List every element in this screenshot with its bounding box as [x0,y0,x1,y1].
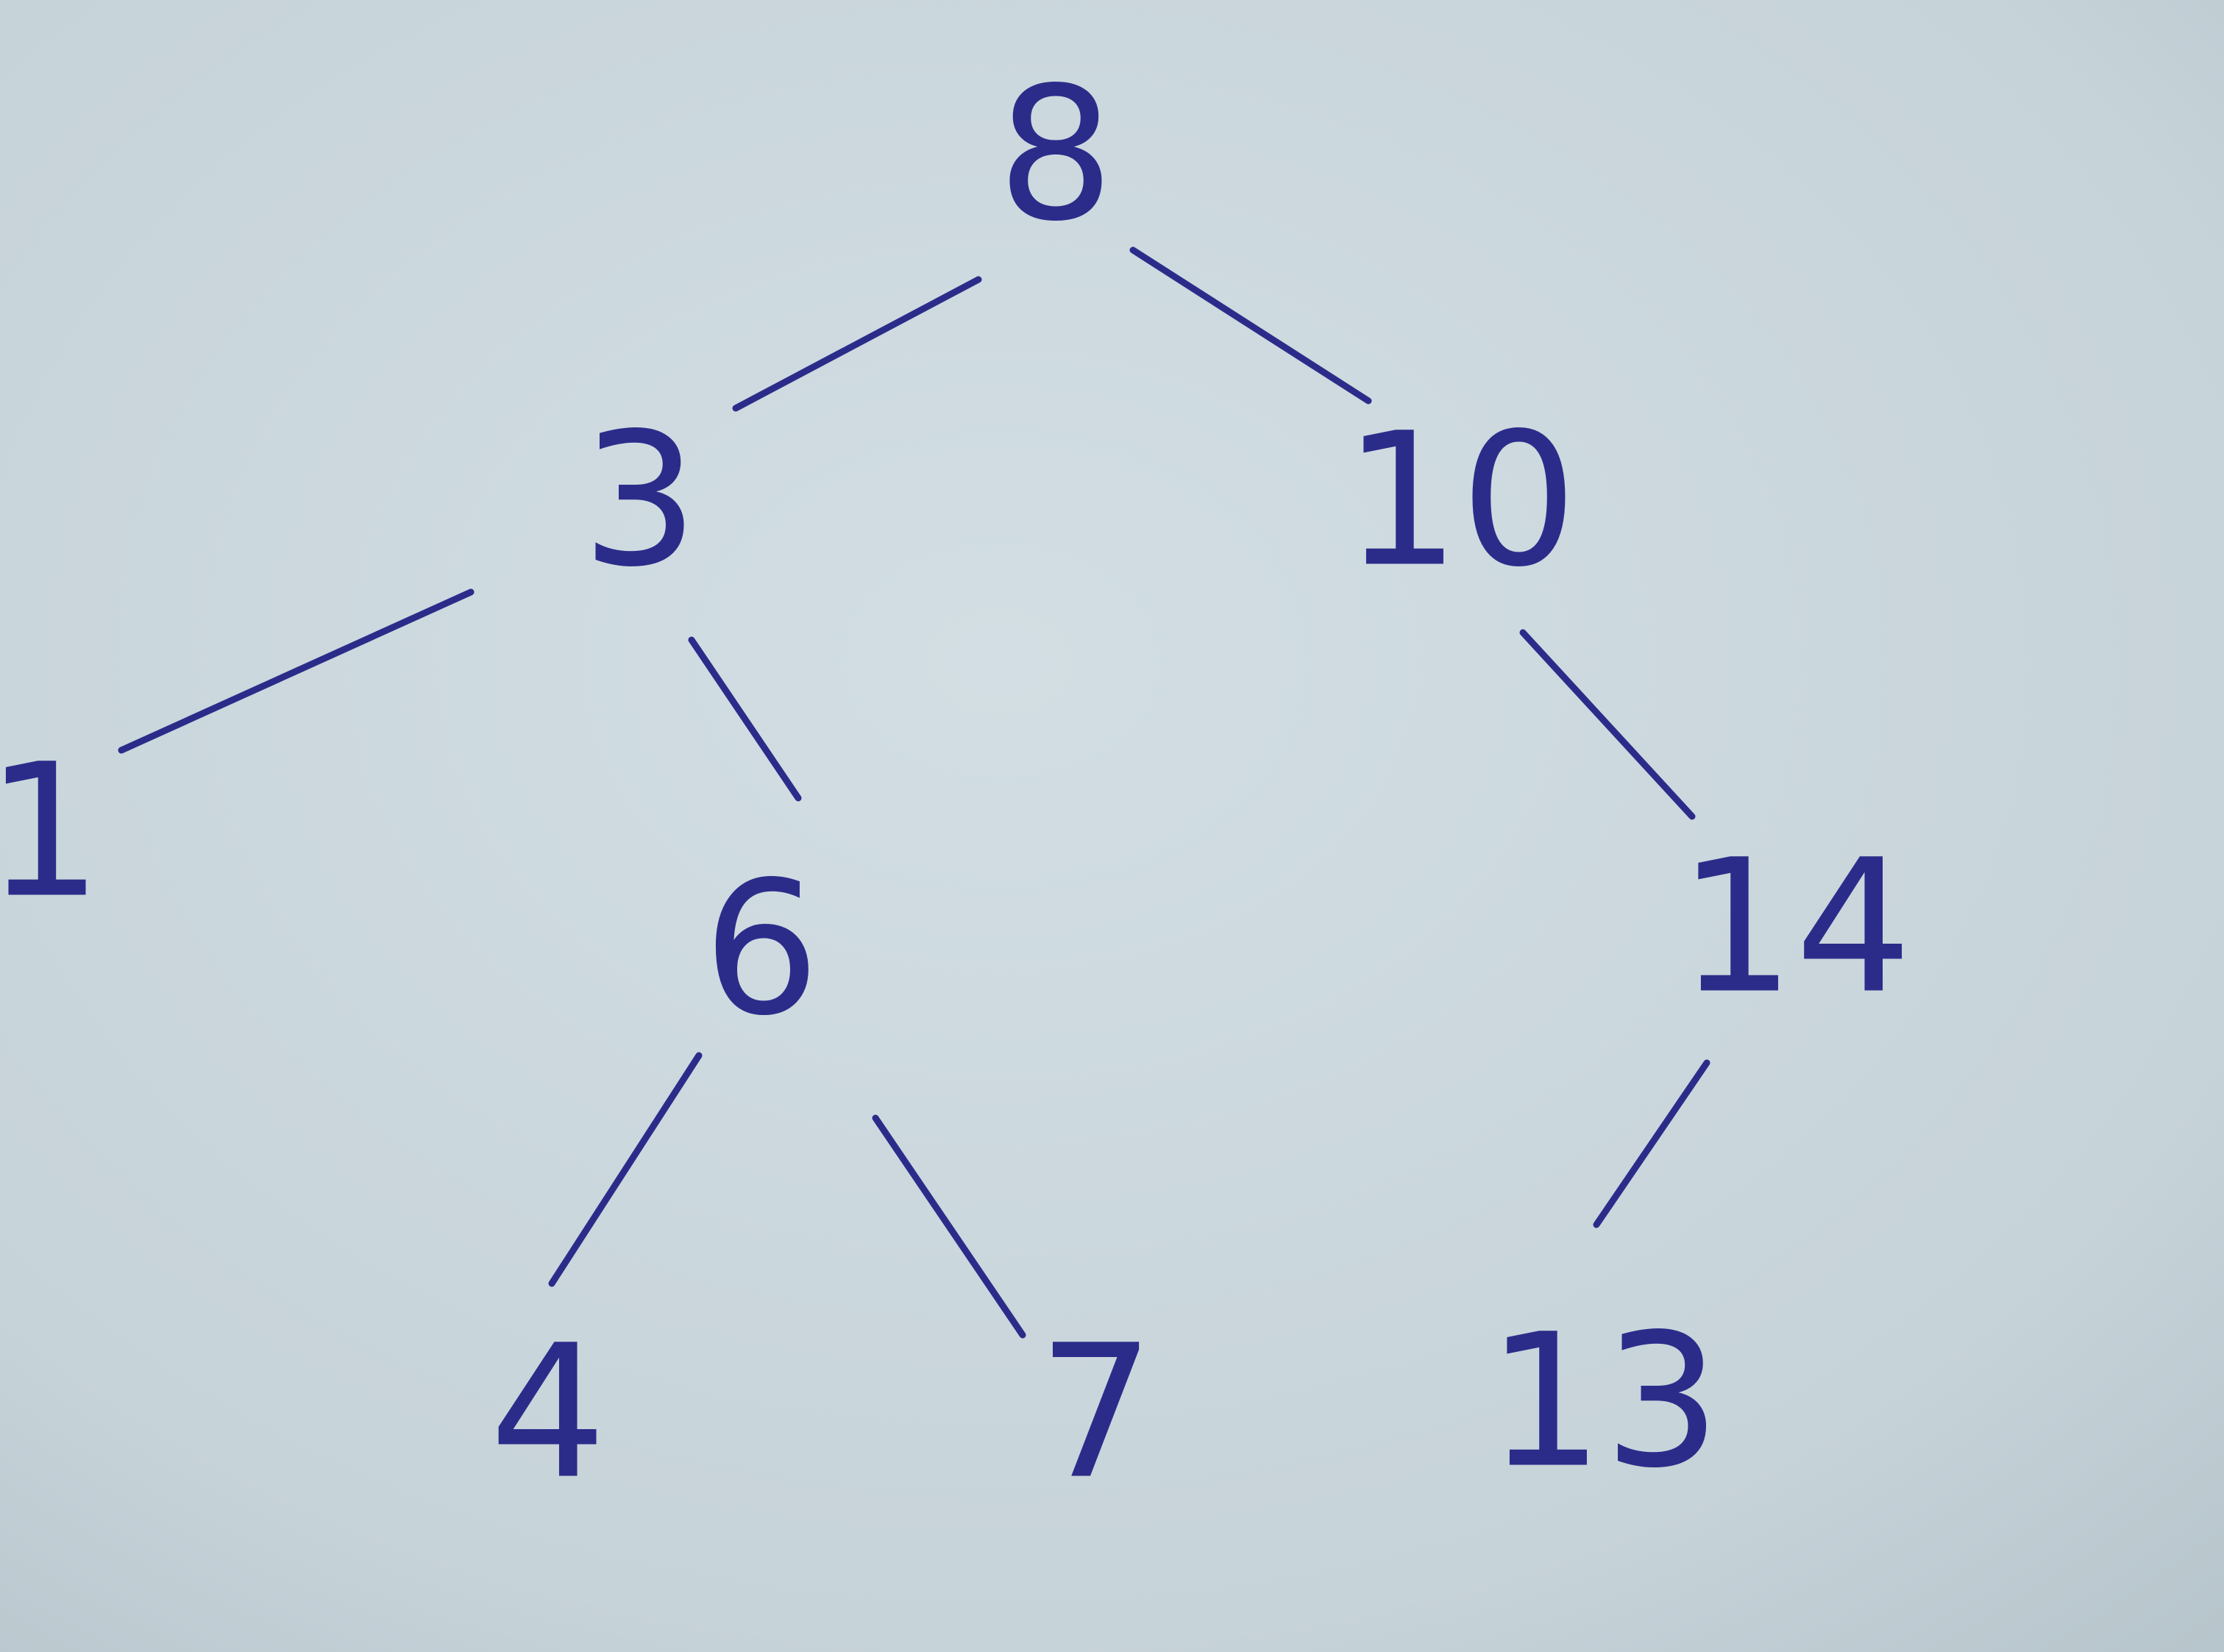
edge-6-4 [548,1052,703,1287]
edge-8-10 [1129,246,1372,405]
edge-14-13 [1593,1059,1710,1228]
node-14: 14 [1678,820,1912,1034]
node-3: 3 [581,394,698,608]
node-1: 1 [0,724,103,939]
edge-3-6 [688,636,802,802]
tree-edges [118,246,1710,1339]
edge-10-14 [1519,629,1696,820]
node-6: 6 [703,842,820,1056]
edge-8-3 [732,276,982,412]
node-4: 4 [489,1306,606,1520]
node-8: 8 [997,48,1114,262]
tree-nodes: 8 3 10 1 6 14 4 7 13 [0,48,1912,1520]
node-13: 13 [1487,1295,1721,1509]
edge-3-1 [118,588,475,754]
node-7: 7 [1037,1306,1154,1520]
node-10: 10 [1343,394,1577,608]
edge-6-7 [872,1114,1026,1339]
